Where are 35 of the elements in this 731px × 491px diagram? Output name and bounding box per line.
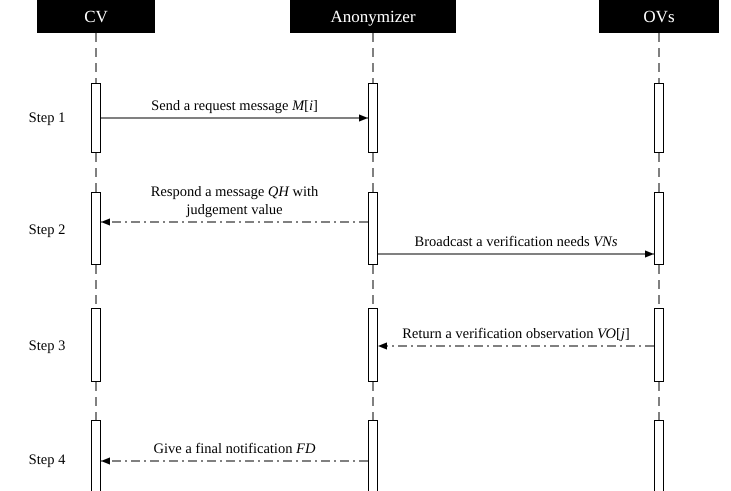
activation-bar: [368, 83, 378, 153]
lifeline: [658, 382, 660, 420]
participant-header: CV: [37, 0, 155, 33]
activation-bar: [91, 83, 101, 153]
activation-bar: [368, 308, 378, 382]
activation-bar: [368, 192, 378, 265]
lifeline: [372, 382, 374, 420]
arrow: [100, 218, 368, 226]
arrow: [100, 114, 368, 122]
activation-bar: [654, 420, 664, 491]
participant-header: Anonymizer: [290, 0, 456, 33]
activation-bar: [91, 420, 101, 491]
arrow: [378, 250, 654, 258]
step-label: Step 1: [28, 109, 66, 127]
message-label: Respond a message QH with judgement value: [150, 183, 320, 219]
message-label: Give a final notification FD: [152, 440, 316, 458]
step-label: Step 2: [28, 221, 66, 239]
arrow: [378, 342, 654, 350]
activation-bar: [654, 308, 664, 382]
lifeline: [372, 32, 374, 84]
participant-header: OVs: [599, 0, 719, 33]
activation-bar: [91, 308, 101, 382]
activation-bar: [368, 420, 378, 491]
activation-bar: [654, 192, 664, 265]
step-label: Step 3: [28, 337, 66, 355]
message-label: Return a verification observation VO[j]: [401, 325, 631, 343]
arrow: [100, 457, 368, 465]
lifeline: [372, 152, 374, 192]
activation-bar: [654, 83, 664, 153]
message-label: Broadcast a verification needs VNs: [414, 233, 618, 251]
lifeline: [658, 152, 660, 192]
activation-bar: [91, 192, 101, 265]
step-label: Step 4: [28, 451, 66, 469]
message-label: Send a request message M[i]: [150, 97, 319, 115]
lifeline: [658, 32, 660, 84]
